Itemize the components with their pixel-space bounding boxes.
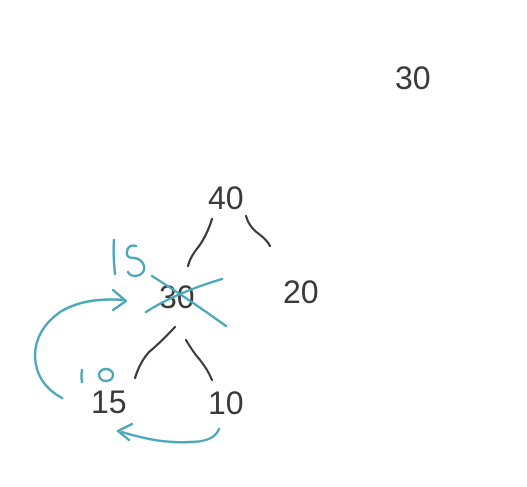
edge-left-leftleft (133, 325, 177, 380)
handwritten-new-value-15 (112, 238, 146, 278)
extracted-value: 30 (395, 60, 431, 96)
edge-root-right (244, 214, 272, 248)
strike-through-marks (144, 274, 228, 328)
tree-node-left-left: 15 (91, 384, 127, 420)
handwritten-new-value-10 (80, 367, 115, 384)
arrow-15-to-root-position-icon (33, 288, 128, 400)
arrow-10-to-15-slot-icon (116, 422, 221, 444)
tree-node-right: 20 (283, 274, 319, 310)
tree-node-left-right: 10 (208, 385, 244, 421)
edge-left-leftright (184, 338, 214, 382)
tree-node-left: 30 (159, 279, 195, 315)
tree-node-root: 40 (208, 180, 244, 216)
edge-root-left (186, 217, 214, 268)
